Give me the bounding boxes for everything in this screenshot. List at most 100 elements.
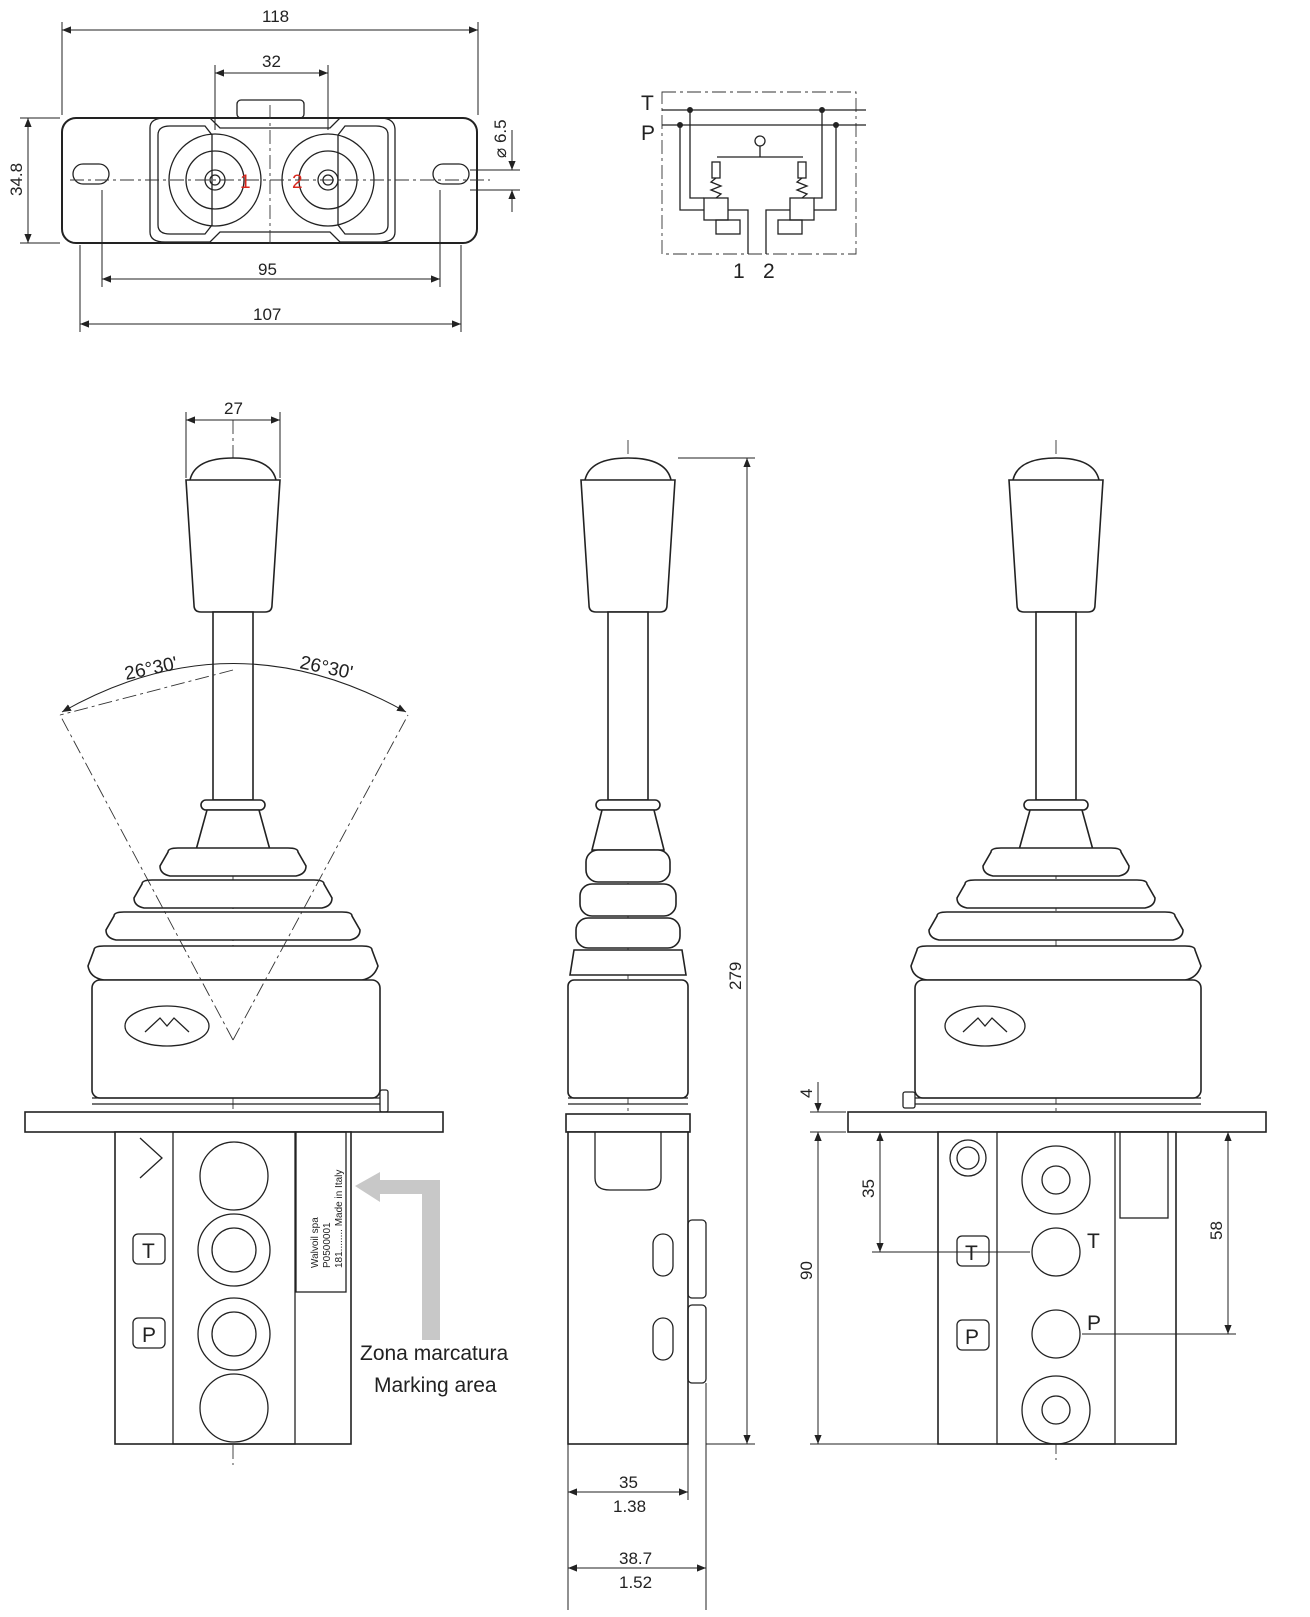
front-t-label: T <box>142 1240 155 1263</box>
rear-t-label: T <box>1087 1230 1100 1253</box>
rear-shaft-collar <box>1023 799 1089 811</box>
top-housing-outline <box>149 117 396 243</box>
left-mount-slot <box>72 163 110 185</box>
tilt-left-ray <box>59 714 234 1041</box>
rear-set-screw <box>902 1091 916 1109</box>
rear-p-label: P <box>1087 1312 1101 1335</box>
marking-line-2: P0500001 <box>322 1222 333 1268</box>
rear-housing <box>914 979 1202 1099</box>
side-boot-fold-1 <box>585 849 671 883</box>
side-boot-top <box>590 809 666 851</box>
right-spring <box>795 177 809 199</box>
marking-area-en: Marking area <box>374 1374 497 1397</box>
right-mount-slot <box>432 163 470 185</box>
tilt-right-ray <box>232 714 409 1041</box>
rear-knob-cap <box>1012 457 1100 481</box>
dim-35-rear: 35 <box>859 1179 878 1198</box>
dim-95: 95 <box>258 260 277 279</box>
right-tank-route <box>814 110 823 199</box>
rear-port-4-outer <box>1021 1375 1091 1445</box>
front-body <box>114 1131 352 1445</box>
rear-logo-badge <box>944 1005 1026 1047</box>
top-base-plate <box>61 117 478 244</box>
dim-34-8: 34.8 <box>7 163 26 196</box>
rear-knob <box>1008 479 1104 613</box>
top-view: 1 2 118 32 34.8 ⌀ 6.5 95 107 <box>7 7 520 332</box>
top-tab <box>236 99 305 119</box>
rear-body <box>937 1131 1177 1445</box>
top-port-1-label: 1 <box>240 172 251 193</box>
port-1-line <box>728 209 749 254</box>
schematic-port-1-label: 1 <box>733 260 745 283</box>
dim-6-5: ⌀ 6.5 <box>491 119 510 158</box>
rear-boot-fold-2 <box>956 879 1156 909</box>
front-port-block <box>172 1131 296 1445</box>
rear-port-4-inner <box>1041 1395 1071 1425</box>
rear-boot-fold-4 <box>910 945 1202 981</box>
dim-58: 58 <box>1207 1221 1226 1240</box>
front-p-box <box>132 1317 166 1349</box>
rear-cert-stamp <box>949 1139 987 1177</box>
side-port-p <box>652 1317 674 1361</box>
tilt-left-ray-top <box>59 669 234 716</box>
marking-line-3: 181........ Made in Italy <box>334 1170 345 1268</box>
front-port-t-outer <box>197 1213 271 1287</box>
left-pressure-route <box>679 125 704 211</box>
front-boot-fold-1 <box>159 847 307 877</box>
rear-p-box <box>956 1319 990 1351</box>
dim-118: 118 <box>262 7 289 26</box>
lever-pivot-symbol <box>754 135 766 147</box>
front-flange <box>24 1111 444 1133</box>
rear-t-box-label: T <box>965 1242 978 1265</box>
side-knob-cap <box>584 457 672 481</box>
front-logo-badge <box>124 1005 210 1047</box>
dim-32: 32 <box>262 52 281 71</box>
top-port-2-label: 2 <box>292 172 303 193</box>
left-tank-route <box>689 110 704 199</box>
dim-38-7: 38.7 <box>619 1549 652 1568</box>
front-p-label: P <box>142 1324 156 1347</box>
front-port-4 <box>199 1373 269 1443</box>
side-fitting-t <box>687 1219 707 1299</box>
side-boot-fold-3 <box>575 917 681 949</box>
housing-left-pocket <box>157 125 213 235</box>
front-port-t-inner <box>211 1227 257 1273</box>
front-boot-fold-2 <box>133 879 333 909</box>
front-side-logo <box>139 1137 163 1179</box>
angle-left-label: 26°30' <box>123 653 180 685</box>
front-marking-plate <box>295 1131 347 1293</box>
side-knob <box>580 479 676 613</box>
rear-boot-fold-1 <box>982 847 1130 877</box>
side-body <box>567 1131 689 1445</box>
front-logo-mark <box>144 1017 190 1033</box>
right-plunger <box>797 161 807 179</box>
front-port-1 <box>199 1141 269 1211</box>
port-1-outer <box>168 133 262 227</box>
side-port-t <box>652 1233 674 1277</box>
front-set-screw <box>379 1089 389 1113</box>
left-spring <box>709 177 723 199</box>
marking-line-1: Walvoil spa <box>310 1217 321 1268</box>
schematic-port-2-label: 2 <box>763 260 775 283</box>
front-boot-fold-3 <box>105 911 361 941</box>
tilt-arc <box>61 663 407 713</box>
rear-port-1-outer <box>1021 1145 1091 1215</box>
rear-view: T P T P 4 90 35 58 <box>797 440 1267 1460</box>
left-valve-lower <box>715 219 741 235</box>
right-pressure-route <box>814 125 837 211</box>
rear-boot-top <box>1017 809 1095 851</box>
angle-right-label: 26°30' <box>298 652 355 684</box>
front-knob-cap <box>189 457 277 481</box>
side-lever-shaft <box>607 611 649 801</box>
front-view: 26°30' 26°30' 27 T P Walvoil spa P050000… <box>24 399 509 1465</box>
front-knob <box>185 479 281 613</box>
dim-1-52: 1.52 <box>619 1573 652 1592</box>
rear-cert-stamp-inner <box>956 1146 980 1170</box>
side-view: 279 35 1.38 38.7 1.52 <box>565 440 755 1610</box>
front-boot-fold-4 <box>87 945 379 981</box>
dim-4: 4 <box>797 1089 816 1098</box>
side-socket <box>594 1132 662 1191</box>
side-fitting-p <box>687 1304 707 1384</box>
front-t-box <box>132 1233 166 1265</box>
